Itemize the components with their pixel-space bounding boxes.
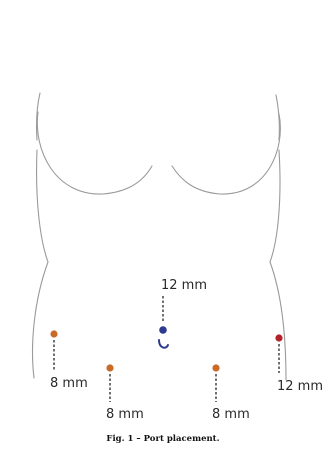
- right-lower-port: 8 mm: [212, 364, 250, 422]
- right-lower-port-dot: [212, 364, 219, 371]
- torso-outline: [33, 93, 286, 380]
- left-lateral-port: 8 mm: [50, 330, 88, 391]
- camera-port-dot: [159, 326, 167, 334]
- right-lateral-port-dot: [275, 334, 282, 341]
- left-lateral-port-dot: [50, 330, 57, 337]
- left-torso-side: [33, 150, 48, 378]
- camera-port: 12 mm: [159, 278, 207, 348]
- left-lower-port-label: 8 mm: [106, 407, 144, 422]
- right-arm-line: [276, 95, 279, 140]
- right-torso-side: [270, 150, 286, 380]
- right-lateral-port-label: 12 mm: [277, 379, 323, 394]
- figure-caption: Fig. 1 – Port placement.: [106, 434, 219, 444]
- left-lower-port: 8 mm: [106, 364, 144, 422]
- right-lower-port-label: 8 mm: [212, 407, 250, 422]
- left-lower-port-dot: [106, 364, 113, 371]
- right-breast: [172, 114, 280, 194]
- right-lateral-port: 12 mm: [275, 334, 323, 394]
- umbilicus-icon: [159, 340, 168, 348]
- left-breast: [37, 112, 152, 194]
- camera-port-label: 12 mm: [161, 278, 207, 293]
- left-lateral-port-label: 8 mm: [50, 376, 88, 391]
